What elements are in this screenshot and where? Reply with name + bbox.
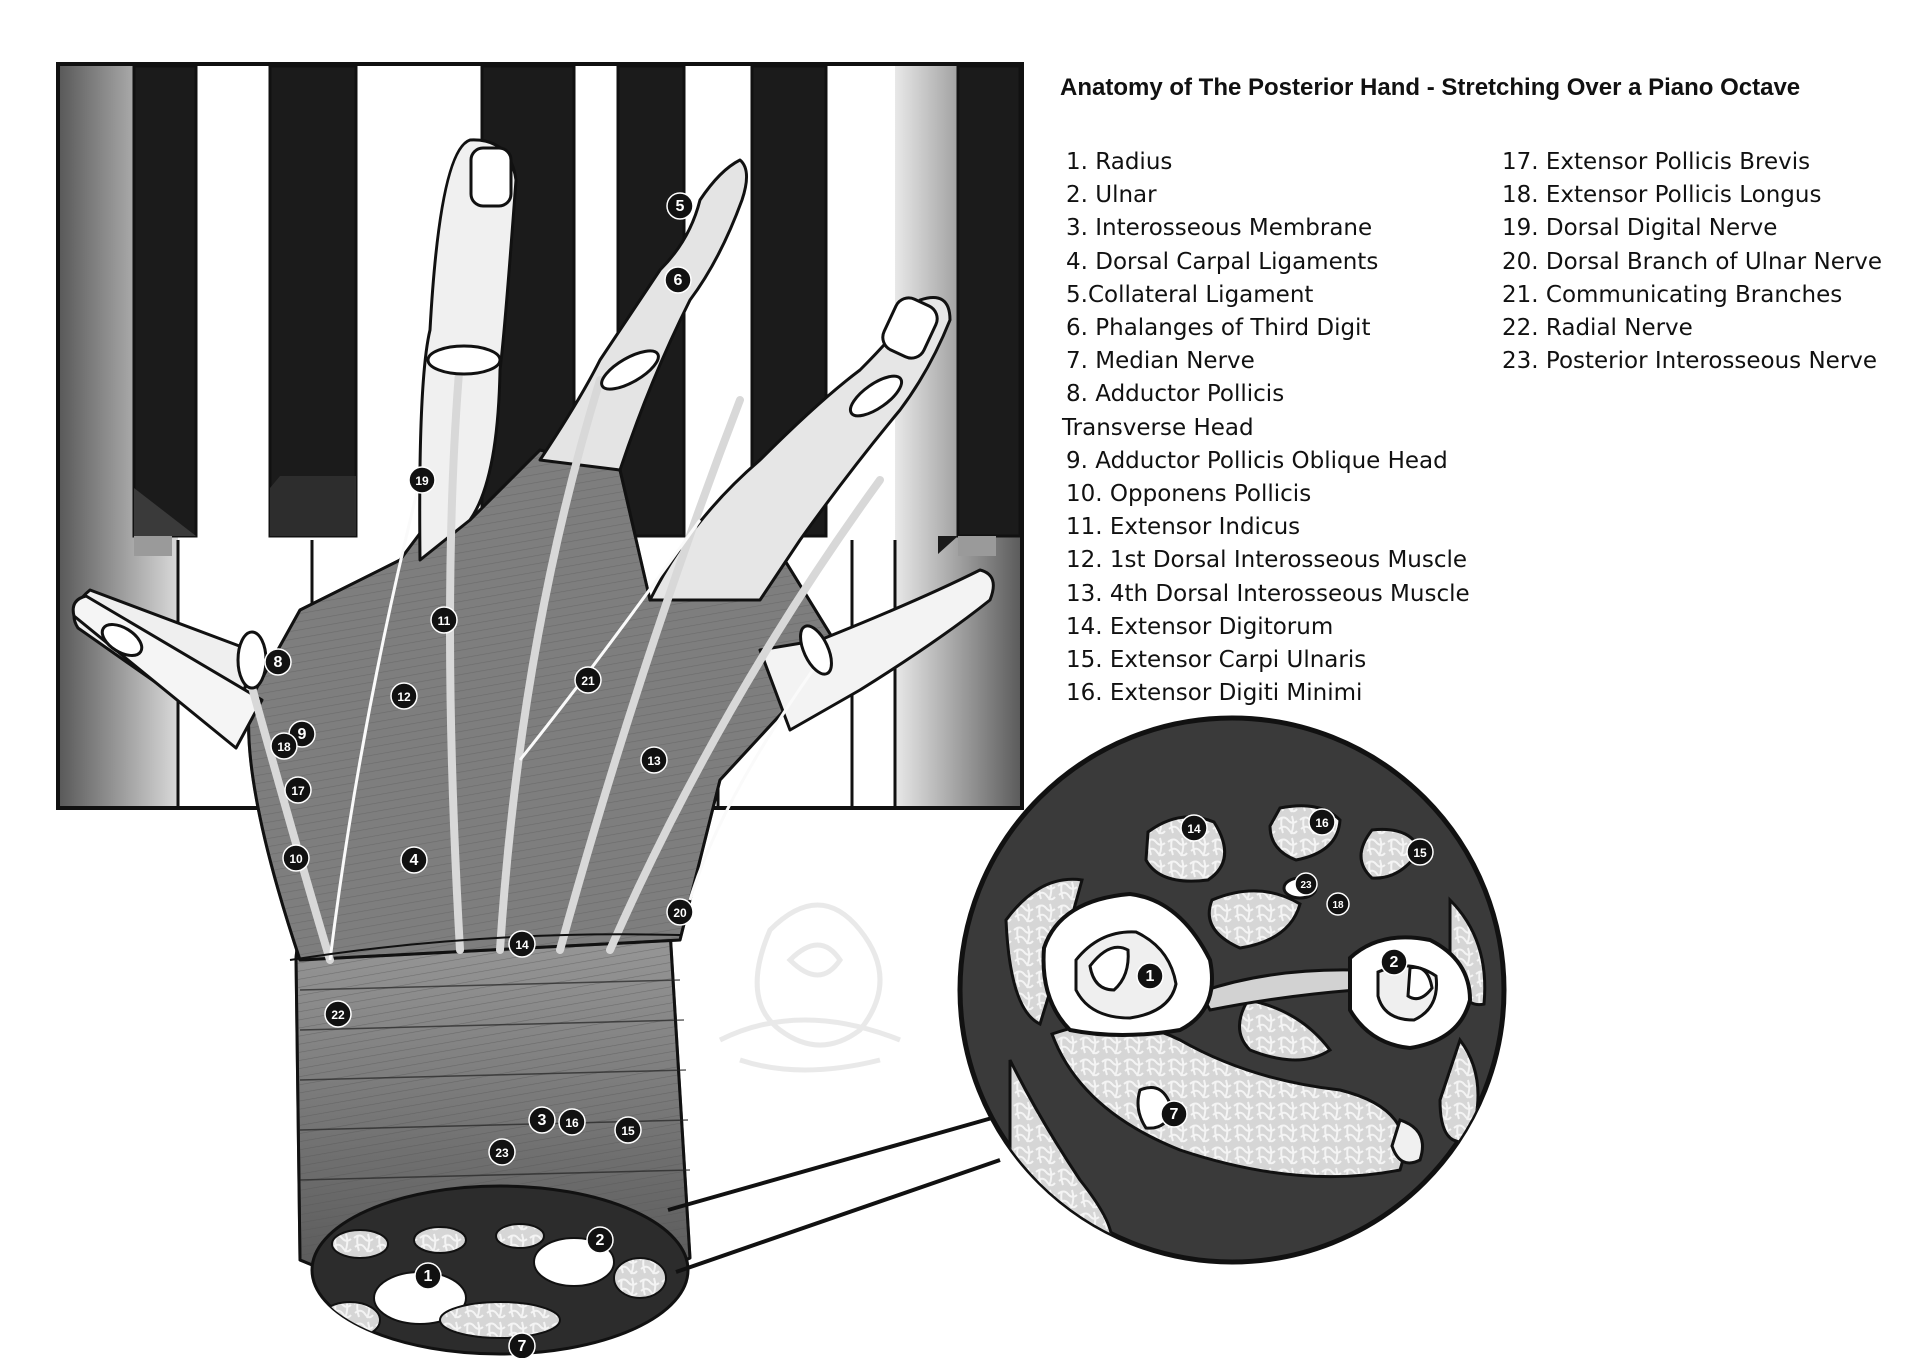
legend-item: 2. Ulnar: [1066, 182, 1157, 209]
marker-20: 20: [673, 906, 687, 920]
connector-lines: [667, 1116, 1001, 1274]
marker-18: 18: [1332, 900, 1344, 911]
marker-13: 13: [647, 754, 661, 768]
marker-13-badge: [640, 746, 668, 774]
posterior-hand: [71, 138, 995, 1356]
marker-2-badge: [1380, 948, 1408, 976]
legend-item: 4. Dorsal Carpal Ligaments: [1066, 248, 1379, 275]
forearm-cross-section: [957, 715, 1507, 1265]
legend-item: 10. Opponens Pollicis: [1066, 481, 1312, 508]
marker-8-badge: [264, 648, 292, 676]
legend-item: 22. Radial Nerve: [1502, 315, 1693, 342]
marker-1-badge: [1136, 962, 1164, 990]
marker-7: 7: [518, 1338, 527, 1355]
marker-16-badge: [558, 1108, 586, 1136]
legend-item: 13. 4th Dorsal Interosseous Muscle: [1066, 580, 1470, 607]
marker-23-badge: [1294, 872, 1318, 896]
marker-6: 6: [674, 272, 683, 289]
marker-11: 11: [438, 614, 451, 628]
marker-11-badge: [430, 606, 458, 634]
marker-14-badge: [508, 930, 536, 958]
legend-item: 18. Extensor Pollicis Longus: [1502, 182, 1822, 209]
legend-item: 16. Extensor Digiti Minimi: [1066, 680, 1363, 707]
watermark-logo: [718, 902, 901, 1073]
marker-16: 16: [565, 1116, 579, 1130]
legend-item: 14. Extensor Digitorum: [1066, 613, 1334, 640]
marker-4-badge: [400, 846, 428, 874]
marker-14: 14: [1187, 822, 1201, 836]
legend-item-continuation: Transverse Head: [1062, 414, 1254, 441]
legend-left: 1. Radius 2. Ulnar 3. Interosseous Membr…: [1062, 146, 1470, 710]
marker-7-badge: [1160, 1100, 1188, 1128]
legend-item: 11. Extensor Indicus: [1066, 514, 1301, 541]
marker-4: 4: [410, 852, 419, 869]
marker-5: 5: [676, 198, 685, 215]
marker-21-badge: [574, 666, 602, 694]
marker-10: 10: [289, 852, 303, 866]
marker-3-badge: [528, 1106, 556, 1134]
marker-1: 1: [1146, 968, 1155, 985]
marker-1: 1: [424, 1268, 433, 1285]
marker-22-badge: [324, 1000, 352, 1028]
marker-23-badge: [488, 1138, 516, 1166]
marker-18: 18: [277, 740, 291, 754]
legend-item: 19. Dorsal Digital Nerve: [1502, 215, 1778, 242]
marker-6-badge: [664, 266, 692, 294]
marker-17-badge: [284, 776, 312, 804]
legend-item: 7. Median Nerve: [1066, 348, 1255, 375]
marker-9: 9: [298, 726, 307, 743]
marker-15-badge: [1406, 838, 1434, 866]
legend-item: 1. Radius: [1066, 149, 1173, 175]
marker-20-badge: [666, 898, 694, 926]
marker-3: 3: [538, 1112, 547, 1129]
marker-23: 23: [495, 1146, 509, 1160]
marker-2: 2: [596, 1232, 605, 1249]
legend-right: 17. Extensor Pollicis Brevis 18. Extenso…: [1502, 146, 1882, 378]
legend-item: 15. Extensor Carpi Ulnaris: [1066, 647, 1367, 674]
marker-7-badge: [508, 1332, 536, 1358]
legend-item: 5.Collateral Ligament: [1066, 281, 1314, 308]
marker-12: 12: [397, 690, 411, 704]
marker-16: 16: [1315, 816, 1329, 830]
marker-23: 23: [1300, 880, 1312, 891]
marker-15: 15: [1413, 846, 1427, 860]
legend-item: 20. Dorsal Branch of Ulnar Nerve: [1502, 248, 1883, 275]
marker-18-badge: [1326, 892, 1350, 916]
marker-5-badge: [666, 192, 694, 220]
marker-17: 17: [291, 784, 305, 798]
marker-21: 21: [581, 674, 595, 688]
marker-8: 8: [274, 654, 283, 671]
marker-10-badge: [282, 844, 310, 872]
legend-item: 17. Extensor Pollicis Brevis: [1502, 149, 1811, 175]
marker-15-badge: [614, 1116, 642, 1144]
marker-18-badge: [270, 732, 298, 760]
marker-16-badge: [1308, 808, 1336, 836]
diagram-title: Anatomy of The Posterior Hand - Stretchi…: [1060, 74, 1801, 101]
marker-7: 7: [1170, 1106, 1179, 1123]
marker-12-badge: [390, 682, 418, 710]
marker-1-badge: [414, 1262, 442, 1290]
marker-14: 14: [515, 938, 529, 952]
legend-item: 23. Posterior Interosseous Nerve: [1502, 348, 1878, 375]
marker-22: 22: [331, 1008, 345, 1022]
legend-item: 12. 1st Dorsal Interosseous Muscle: [1066, 547, 1468, 574]
cross-section-markers: 1 2 7 14 15 16 18 23: [1136, 808, 1434, 1128]
legend-item: 21. Communicating Branches: [1502, 281, 1843, 308]
marker-19-badge: [408, 466, 436, 494]
legend-item: 6. Phalanges of Third Digit: [1066, 315, 1371, 342]
marker-15: 15: [621, 1124, 635, 1138]
legend-item: 3. Interosseous Membrane: [1066, 215, 1373, 242]
marker-19: 19: [415, 474, 429, 488]
marker-2-badge: [586, 1226, 614, 1254]
marker-14-badge: [1180, 814, 1208, 842]
marker-2: 2: [1390, 954, 1399, 971]
legend-item: 9. Adductor Pollicis Oblique Head: [1066, 447, 1448, 474]
